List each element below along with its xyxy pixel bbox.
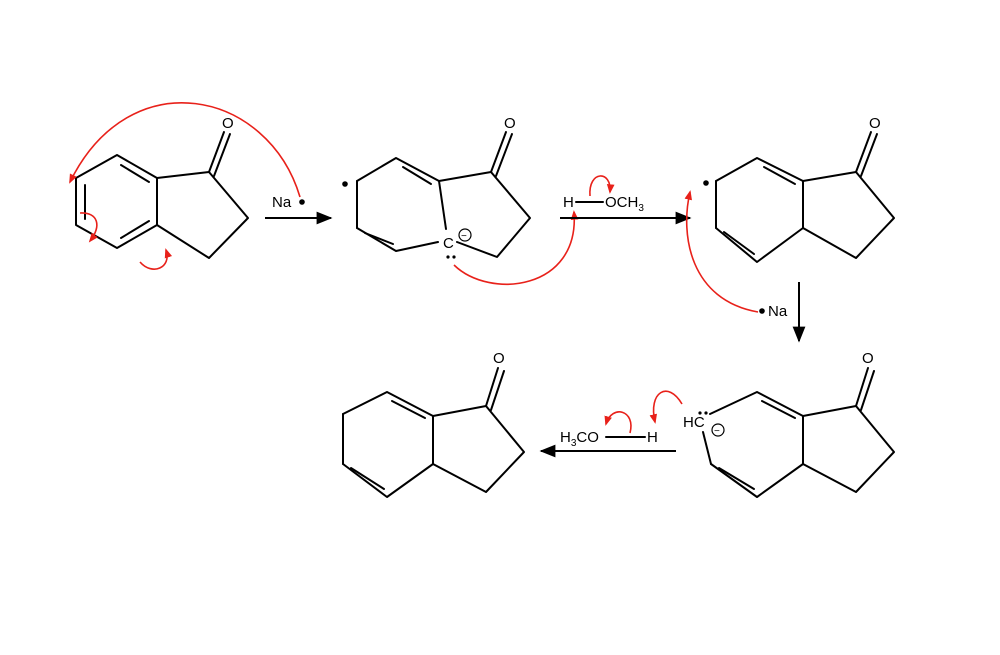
m2-curly-arrow-to-h	[453, 210, 579, 285]
molecule-radical-anion: O C −	[342, 115, 579, 285]
m3-oxygen-label: O	[869, 115, 881, 132]
na-radical-dot-1	[299, 199, 305, 205]
m1-curly-arrow-large	[69, 102, 301, 198]
step-2-arrow: H OCH3	[560, 175, 692, 225]
m4-oxygen-label: O	[862, 350, 874, 367]
m3-curly-arrow-from-na	[684, 190, 759, 313]
m1-curly-arrow-ring	[79, 212, 98, 243]
m1-benzene-ring	[75, 154, 158, 249]
m2-oxygen-label: O	[504, 115, 516, 132]
h-label-2: H	[647, 429, 658, 446]
m3-radical-dot	[703, 180, 709, 186]
m1-oxygen-label: O	[222, 115, 234, 132]
m1-cyclopentanone-ring	[156, 171, 249, 259]
molecule-indanone: O	[69, 102, 301, 270]
m4-curly-arrow-to-h	[649, 390, 683, 424]
na-radical-dot-2	[759, 308, 765, 314]
h-label-1: H	[563, 194, 574, 211]
step-1-arrow: Na	[265, 194, 333, 225]
m2-carbanion-label: C	[443, 235, 454, 252]
step-3-arrow: Na	[759, 282, 806, 343]
curly-arrow-h-och3	[589, 175, 615, 197]
m2-minus-sign: −	[461, 231, 467, 242]
na-label-1: Na	[272, 194, 292, 211]
molecule-radical: O	[684, 115, 895, 313]
m1-curly-arrow-lower	[139, 248, 173, 270]
step-4-arrow: H3CO H	[539, 411, 676, 458]
m2-negative-charge	[458, 228, 472, 242]
m4-negative-charge	[711, 423, 725, 437]
m4-minus-sign: −	[714, 426, 720, 437]
molecule-product: O	[342, 350, 525, 498]
molecule-anion: HC − O	[649, 350, 895, 498]
curly-arrow-h3co-h	[604, 411, 632, 434]
m5-oxygen-label: O	[493, 350, 505, 367]
m4-hc-label: HC	[683, 414, 705, 431]
m2-radical-dot	[342, 181, 348, 187]
och3-label: OCH3	[605, 194, 644, 214]
h3co-label: H3CO	[560, 429, 599, 449]
na-label-2: Na	[768, 303, 788, 320]
